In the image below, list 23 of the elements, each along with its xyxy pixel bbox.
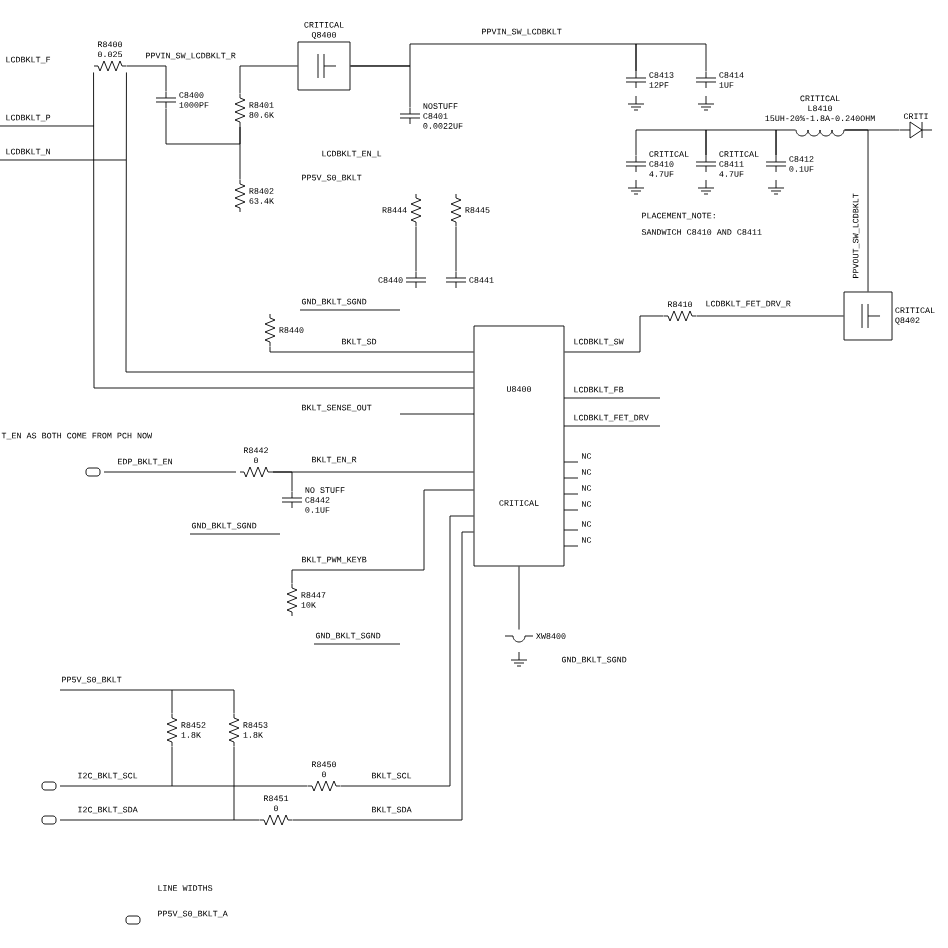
- wire: [239, 65, 298, 94]
- wire: [165, 108, 241, 145]
- wire: [233, 746, 260, 821]
- wire: [340, 515, 474, 787]
- wire: [518, 566, 520, 630]
- wire: [291, 489, 474, 584]
- wire: [171, 689, 235, 714]
- wire: [844, 129, 901, 131]
- wire: [239, 126, 241, 180]
- wire: [696, 315, 845, 317]
- wire: [775, 129, 797, 156]
- wire: [564, 315, 665, 353]
- wire: [415, 226, 417, 272]
- wire: [272, 471, 474, 473]
- wire: [269, 346, 474, 353]
- wire: [171, 746, 308, 787]
- wire: [350, 43, 637, 72]
- wire: [635, 43, 707, 72]
- wire: [705, 129, 777, 156]
- wire: [126, 65, 167, 92]
- wire: [635, 129, 707, 156]
- wire: [455, 226, 457, 272]
- wire: [292, 531, 474, 821]
